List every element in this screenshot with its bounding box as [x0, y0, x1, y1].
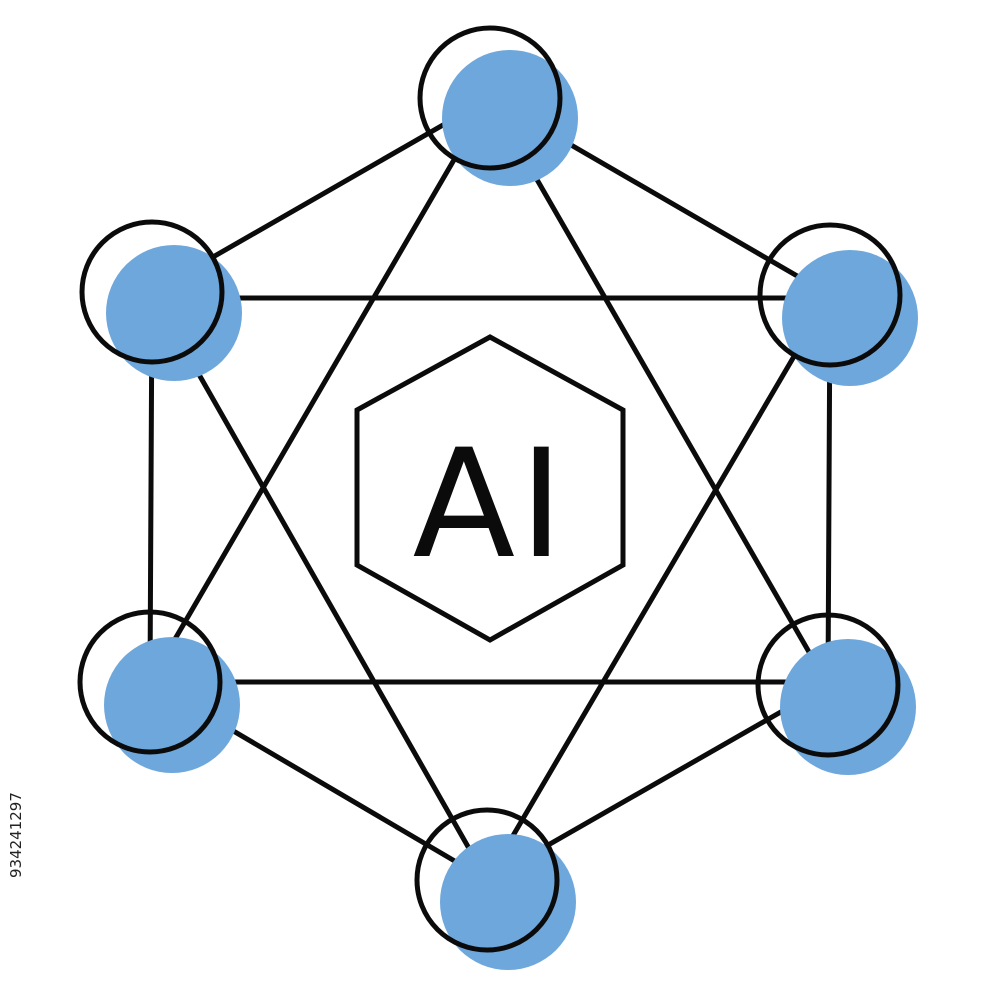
edge-top-lowerleft — [147, 95, 493, 685]
ai-label: AI — [413, 418, 568, 592]
stock-id-label: 934241297 — [7, 792, 25, 878]
network-node-icon — [757, 222, 918, 386]
edge-top-lowerright — [487, 95, 831, 688]
node-fill — [104, 637, 240, 773]
network-node-icon — [79, 219, 242, 381]
hexagon-icon — [354, 334, 626, 643]
node-ring — [757, 222, 903, 368]
node-ring — [755, 612, 901, 758]
node-ring — [417, 25, 563, 171]
edge-upperright-bottom — [484, 292, 833, 883]
edge-upperleft-bottom — [149, 289, 490, 883]
network-node-icon — [414, 807, 576, 970]
node-ring — [79, 219, 225, 365]
node-fill — [440, 834, 576, 970]
network-node-icon — [77, 609, 240, 773]
network-node-icon — [417, 25, 578, 186]
node-ring — [77, 609, 223, 755]
network-node-icon — [755, 612, 916, 775]
node-fill — [780, 639, 916, 775]
node-fill — [782, 250, 918, 386]
node-ring — [414, 807, 560, 953]
node-fill — [442, 50, 578, 186]
node-fill — [106, 245, 242, 381]
network-nodes — [77, 25, 918, 970]
